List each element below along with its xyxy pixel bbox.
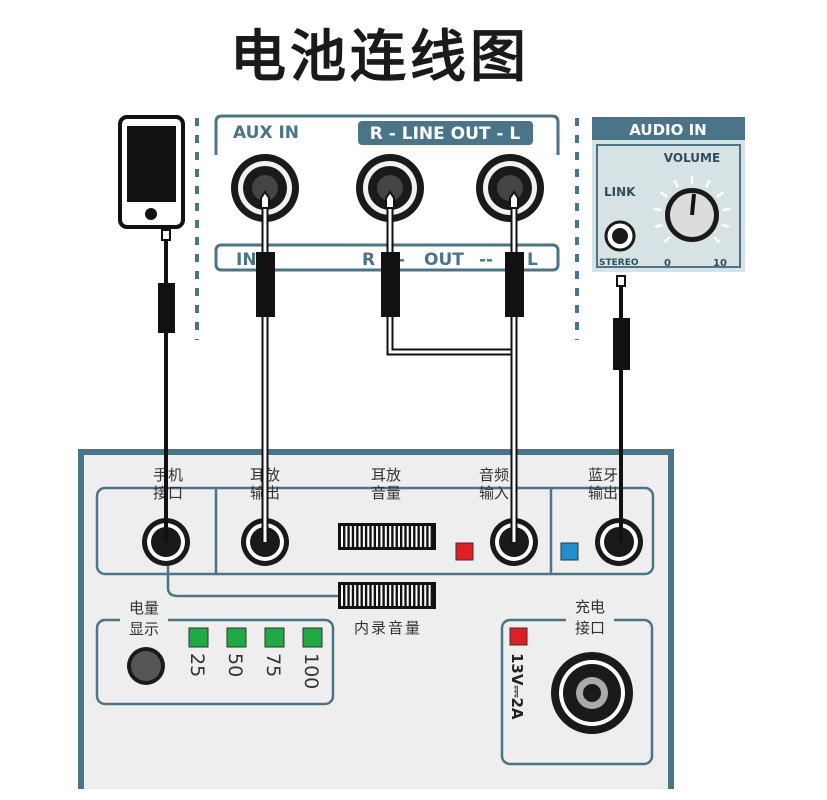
audio-in-title: AUDIO IN	[629, 121, 706, 139]
volume-tick	[654, 223, 663, 229]
cable-ear-out-to-aux-in	[256, 208, 275, 542]
battery-level-label: 100	[300, 653, 322, 689]
charge-label-1: 充电	[575, 598, 605, 616]
audio-in-label-2: 输入	[479, 484, 509, 502]
battery-label-2: 显示	[129, 620, 159, 638]
dc-power-jack	[551, 652, 633, 734]
battery-label-bg	[120, 600, 168, 638]
battery-led-75	[264, 627, 285, 648]
battery-button[interactable]	[127, 647, 165, 685]
record-volume-label: 内录音量	[354, 619, 422, 637]
battery-led-50	[226, 627, 247, 648]
cable-line-out-to-audio-in	[381, 208, 524, 542]
diagram-title: 电池连线图	[230, 25, 530, 90]
volume-tick	[716, 191, 725, 198]
battery-level-leds: 25 50 75 100	[186, 627, 323, 689]
line-out-label-bg	[358, 121, 533, 145]
stereo-label: STEREO	[599, 258, 639, 268]
out-dash-2: --	[479, 250, 493, 270]
out-label: OUT	[424, 250, 464, 270]
mixer-aux-in-jack	[231, 154, 299, 222]
volume-knob	[665, 188, 719, 242]
voltage-label: 13V⎓2A	[508, 653, 526, 720]
plug-tips	[260, 190, 519, 209]
vol-max-label: 10	[713, 258, 727, 269]
phone-icon	[118, 115, 185, 229]
battery-level-label: 25	[186, 653, 208, 677]
volume-tick	[713, 236, 721, 244]
volume-label: VOLUME	[664, 151, 720, 165]
out-r-label: R	[362, 250, 375, 270]
battery-level-label: 50	[224, 653, 246, 677]
out-l-label: L	[527, 250, 538, 270]
ear-vol-label-2: 音量	[371, 484, 401, 502]
mixer-line-out-r-jack	[356, 154, 424, 222]
mixer-line-out-l-jack	[476, 154, 544, 222]
volume-tick	[704, 179, 711, 188]
out-dash-1: -	[398, 250, 405, 270]
volume-tick	[721, 223, 730, 229]
link-label: LINK	[604, 185, 636, 199]
volume-tick	[722, 207, 731, 212]
aux-in-label: AUX IN	[233, 123, 299, 143]
volume-tick	[659, 191, 668, 198]
battery-level-label: 75	[262, 653, 284, 677]
audio-in-led-red	[455, 542, 474, 561]
charge-label-2: 接口	[575, 619, 605, 637]
ear-vol-label-1: 耳放	[371, 466, 401, 484]
volume-knob-ticks	[653, 176, 731, 244]
battery-display-frame	[95, 618, 335, 706]
bt-led-blue	[560, 542, 579, 561]
mixer-top-bracket	[214, 114, 560, 155]
vol-min-label: 0	[664, 258, 671, 269]
cable-bt-out-to-audio-in-panel	[613, 275, 630, 542]
bt-out-label-2: 输出	[588, 484, 618, 502]
charge-led-red	[509, 627, 528, 646]
cable-phone-to-device	[158, 229, 175, 542]
line-out-label: R - LINE OUT - L	[370, 124, 521, 144]
charge-label-bg	[566, 597, 614, 639]
phone-jack-trace	[166, 566, 338, 598]
volume-tick	[673, 179, 680, 188]
battery-label-1: 电量	[129, 599, 159, 617]
volume-tick	[653, 207, 662, 212]
ear-volume-slider[interactable]	[338, 523, 436, 550]
in-label: IN	[236, 250, 257, 270]
record-volume-slider[interactable]	[338, 582, 436, 609]
audio-in-label-1: 音频	[479, 466, 509, 484]
jack-row-frame	[95, 486, 655, 576]
battery-led-25	[188, 627, 209, 648]
bt-out-label-1: 蓝牙	[588, 466, 618, 484]
volume-tick	[663, 236, 671, 244]
battery-led-100	[302, 627, 323, 648]
link-stereo-jack	[604, 220, 636, 252]
